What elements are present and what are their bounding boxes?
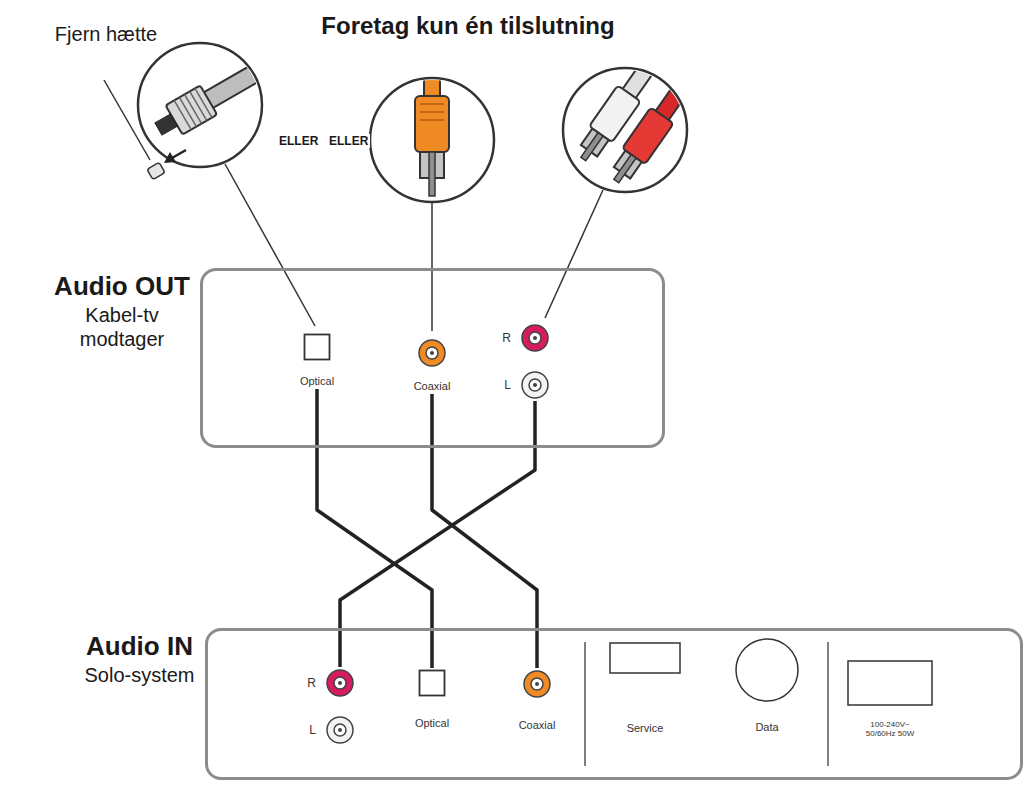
- device-name: Solo-system: [82, 663, 198, 687]
- audio-cable: [432, 394, 537, 668]
- port: 100-240V~ 50/60Hz 50W: [847, 660, 933, 738]
- leader-line: [225, 164, 315, 326]
- port-label: Coaxial: [414, 380, 451, 393]
- callout-circle: [563, 68, 687, 192]
- device-panel: Audio OUTKabel-tv modtagerOpticalCoaxial…: [200, 268, 665, 448]
- or-label: ELLER: [277, 134, 320, 148]
- callout-circle: [138, 43, 262, 167]
- or-label: ELLER: [327, 134, 370, 148]
- dust-cap: [147, 162, 165, 179]
- device-name: Kabel-tv modtager: [64, 303, 180, 351]
- port-outline: [609, 642, 681, 674]
- port: Optical: [300, 333, 334, 388]
- jack-row: R: [497, 323, 550, 353]
- jack-socket: [520, 370, 550, 400]
- port-label: Service: [627, 722, 664, 735]
- diagram-title: Foretag kun én tilslutning: [321, 12, 614, 40]
- channel-label: R: [497, 332, 511, 345]
- data-port: [734, 637, 800, 703]
- port-label: Optical: [415, 717, 449, 730]
- channel-label: L: [497, 379, 511, 392]
- leader-line: [431, 203, 433, 331]
- jack-socket: [325, 715, 355, 745]
- leader-line: [545, 190, 603, 318]
- optical-port: [303, 333, 331, 361]
- jack-row: R: [302, 668, 355, 698]
- rca-plugs: [572, 36, 708, 189]
- device-heading: Audio INSolo-system: [81, 631, 198, 687]
- port: RL: [302, 668, 355, 745]
- panel-divider: [827, 642, 829, 766]
- port: Coaxial: [414, 338, 451, 393]
- jack-socket: [522, 669, 552, 699]
- callout-circle: [370, 78, 494, 202]
- jack-socket: [417, 338, 447, 368]
- panel-divider: [584, 642, 586, 766]
- optical-plug: [150, 45, 287, 143]
- port: Data: [734, 637, 800, 734]
- device-heading: Audio OUTKabel-tv modtager: [51, 271, 193, 351]
- port-label: 100-240V~ 50/60Hz 50W: [859, 720, 921, 738]
- jack-row: L: [497, 370, 550, 400]
- device-panel: Audio INSolo-systemRLOpticalCoaxialServi…: [205, 628, 1023, 780]
- channel-label: R: [302, 677, 316, 690]
- optical-port: [418, 669, 446, 697]
- port: Optical: [415, 669, 449, 730]
- port: RL: [497, 323, 550, 400]
- remove-arrow: [164, 150, 186, 163]
- jack-row: L: [302, 715, 355, 745]
- jack-socket: [520, 323, 550, 353]
- channel-label: L: [302, 724, 316, 737]
- jack-socket: [325, 668, 355, 698]
- callout-label: Fjern hætte: [52, 22, 160, 46]
- port-label: Data: [755, 721, 778, 734]
- device-title: Audio OUT: [51, 271, 193, 301]
- port: Coaxial: [519, 669, 556, 732]
- leader-line: [104, 80, 150, 160]
- audio-cable: [317, 389, 432, 668]
- port-label: Optical: [300, 375, 334, 388]
- port: Service: [609, 642, 681, 735]
- port-label: Coaxial: [519, 719, 556, 732]
- port-outline: [847, 660, 933, 706]
- device-title: Audio IN: [81, 631, 198, 661]
